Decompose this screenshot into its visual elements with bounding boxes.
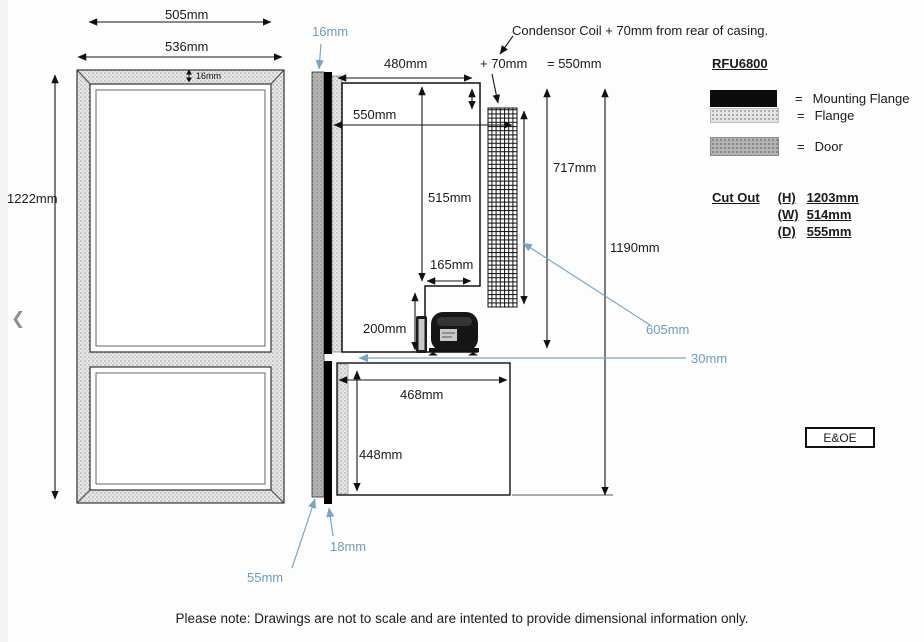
- cut-out-row-d: (D) 555mm: [778, 224, 859, 241]
- dim-55-blue: 55mm: [247, 570, 284, 585]
- condenser-coil: [487, 107, 518, 308]
- eoe-box: E&OE: [805, 427, 875, 448]
- lower-door-panel: [89, 366, 272, 491]
- condensor-note: Condensor Coil + 70mm from rear of casin…: [512, 23, 769, 38]
- equals-sign: =: [797, 139, 805, 154]
- side-view-dimensions: [333, 35, 609, 496]
- mounting-flange-swatch: [710, 90, 777, 107]
- front-view-dimensions: [51, 18, 283, 500]
- dim-605-blue: 605mm: [646, 322, 690, 337]
- equals-sign: =: [797, 108, 805, 123]
- dim-1222: 1222mm: [7, 191, 58, 206]
- side-view: [311, 71, 613, 504]
- legend-label-mounting-flange: Mounting Flange: [812, 91, 910, 106]
- mounting-flange-lower: [324, 361, 332, 504]
- cut-out-key: (H): [777, 190, 796, 205]
- legend-label-door: Door: [814, 139, 843, 154]
- cut-out-value: 1203mm: [806, 190, 859, 205]
- dim-plus70: + 70mm: [480, 56, 528, 71]
- front-view-frame: [76, 69, 285, 504]
- flange-swatch: [710, 108, 779, 123]
- dim-550: 550mm: [353, 107, 397, 122]
- door-strip: [311, 71, 325, 498]
- dim-200: 200mm: [363, 321, 407, 336]
- dim-eq550: = 550mm: [547, 56, 602, 71]
- blue-annotations: [291, 43, 686, 569]
- legend: = Mounting Flange = Flange = Door: [710, 90, 922, 157]
- page-edge: [0, 0, 8, 642]
- frame-thickness-arrow-icon: [186, 69, 192, 83]
- upper-door-panel: [89, 83, 272, 353]
- dim-18-blue: 18mm: [330, 539, 367, 554]
- cut-out-spec: Cut Out (H) 1203mm (W) 514mm (D) 555mm: [712, 190, 859, 241]
- dim-717: 717mm: [553, 160, 597, 175]
- dim-468: 468mm: [400, 387, 444, 402]
- equals-sign: =: [795, 91, 803, 106]
- dim-448: 448mm: [359, 447, 403, 462]
- flange-strip-lower: [337, 363, 349, 495]
- cut-out-key: (W): [777, 207, 799, 222]
- cut-out-title: Cut Out: [712, 190, 760, 205]
- flange-strip-upper: [331, 75, 343, 353]
- dim-30-blue: 30mm: [691, 351, 728, 366]
- footer-note: Please note: Drawings are not to scale a…: [175, 611, 749, 626]
- dim-16-blue: 16mm: [312, 24, 349, 39]
- dim-16-frame: 16mm: [196, 71, 222, 81]
- legend-row-mounting-flange: = Mounting Flange: [710, 90, 922, 107]
- cut-out-table: (H) 1203mm (W) 514mm (D) 555mm: [778, 190, 859, 241]
- cut-out-value: 555mm: [806, 224, 852, 239]
- dim-536: 536mm: [165, 39, 209, 54]
- cut-out-row-h: (H) 1203mm: [778, 190, 859, 207]
- legend-row-door: = Door: [710, 137, 922, 156]
- cut-out-key: (D): [777, 224, 796, 239]
- lower-compartment: [336, 362, 511, 496]
- mounting-flange-upper: [324, 72, 332, 354]
- eoe-label: E&OE: [823, 430, 857, 445]
- legend-label-flange: Flange: [814, 108, 855, 123]
- cut-out-value: 514mm: [806, 207, 852, 222]
- carousel-prev-icon[interactable]: ❮: [11, 309, 26, 328]
- cut-out-row-w: (W) 514mm: [778, 207, 859, 224]
- dim-480: 480mm: [384, 56, 428, 71]
- dim-515: 515mm: [428, 190, 472, 205]
- door-swatch: [710, 137, 779, 156]
- casing-outline: [341, 82, 481, 353]
- dim-1190: 1190mm: [610, 240, 660, 255]
- dim-165: 165mm: [430, 257, 474, 272]
- legend-row-flange: = Flange: [710, 108, 922, 123]
- dim-505: 505mm: [165, 7, 209, 22]
- compressor: [416, 312, 479, 356]
- model-title: RFU6800: [712, 56, 768, 71]
